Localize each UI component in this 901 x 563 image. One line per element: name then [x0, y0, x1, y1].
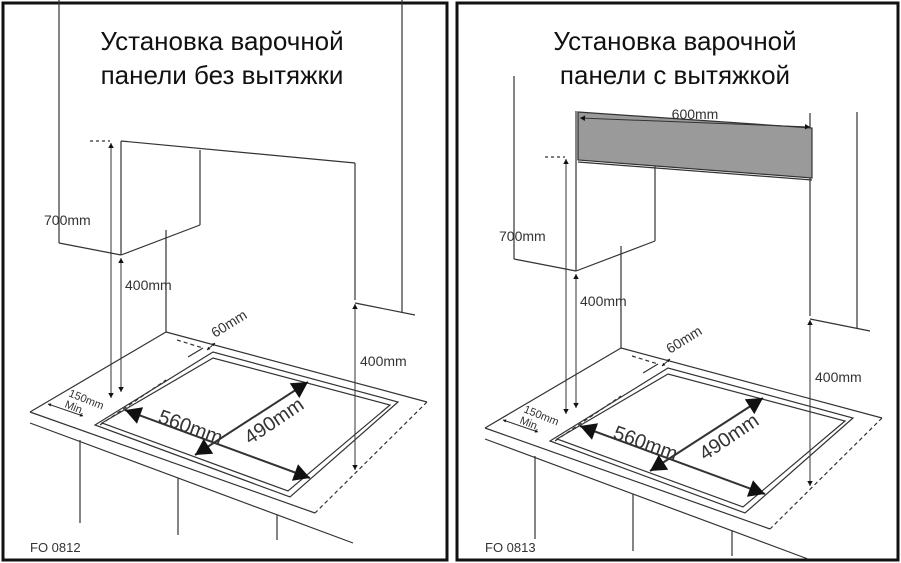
arrowhead-icon	[125, 407, 144, 424]
arrowhead-icon	[118, 258, 124, 263]
left-clearance-label: 400mm	[125, 277, 172, 293]
hood-bottom-edge	[577, 161, 813, 181]
cutout-width-label: 560mm	[610, 422, 680, 465]
right-panel-frame	[455, 1, 900, 562]
side-margin-dimension	[47, 403, 84, 417]
kitchen-drawing	[29, 0, 428, 544]
hob-inner-outline	[555, 373, 847, 508]
counter-right-dashed	[314, 401, 428, 514]
arrowhead-icon	[352, 465, 358, 470]
left-clearance-label: 400mm	[580, 293, 627, 309]
cabinet-bottom-side	[120, 224, 201, 256]
arrowhead-icon	[563, 409, 569, 414]
arrowhead-icon	[746, 480, 765, 497]
counter-front-lower-edge	[29, 422, 354, 544]
arrowhead-icon	[573, 403, 579, 408]
range-hood	[577, 111, 813, 179]
back-margin-label: 60mm	[208, 306, 249, 340]
hob-outer-outline	[93, 351, 400, 498]
arrowhead-icon	[79, 413, 83, 417]
arrowhead-icon	[573, 274, 579, 279]
back-margin-label: 60mm	[663, 322, 704, 356]
right-cabinet-bottom	[809, 318, 871, 332]
arrowhead-icon	[534, 429, 538, 433]
cabinet-bottom-front	[58, 242, 122, 256]
counter-front-edge	[484, 427, 771, 530]
right-clearance-label: 400mm	[360, 353, 407, 369]
left-panel-frame	[1, 1, 449, 562]
arrowhead-icon	[503, 419, 507, 423]
arrowhead-icon	[211, 343, 215, 347]
cutout-depth-dimension	[194, 381, 309, 456]
back-margin-tick	[187, 347, 204, 358]
counter-back-edge	[165, 331, 428, 403]
figure-code: FO 0812	[30, 540, 81, 555]
panel-title-line1: Установка варочной	[553, 26, 796, 56]
figure-code: FO 0813	[485, 540, 536, 555]
arrowhead-icon	[807, 481, 813, 486]
arrowhead-icon	[744, 398, 763, 415]
arrowhead-icon	[108, 393, 114, 398]
cabinet-top-line	[120, 140, 356, 164]
cutout-depth-dimension	[649, 397, 764, 472]
cabinet-height-label: 700mm	[44, 212, 91, 228]
arrowhead-icon	[195, 438, 214, 455]
arrowhead-icon	[804, 124, 810, 130]
panel-title-line2: панели без вытяжки	[101, 60, 344, 90]
counter-left-edge	[484, 347, 622, 429]
arrowhead-icon	[207, 346, 211, 350]
arrowhead-icon	[580, 115, 586, 121]
arrowhead-icon	[108, 143, 114, 148]
kitchen-drawing	[484, 76, 883, 560]
cutout-width-dimension	[579, 425, 766, 495]
cabinet-bottom-side	[575, 240, 656, 272]
arrowhead-icon	[352, 304, 358, 309]
cutout-depth-label: 490mm	[695, 410, 763, 466]
arrowhead-icon	[650, 454, 669, 471]
back-margin-tick	[642, 363, 659, 374]
cabinet-bottom-front	[513, 258, 577, 272]
cutout-depth-label: 490mm	[240, 394, 308, 450]
panel-title-line2: панели с вытяжкой	[560, 60, 790, 90]
arrowhead-icon	[807, 320, 813, 325]
right-clearance-label: 400mm	[815, 369, 862, 385]
hob-inner-outline	[100, 357, 392, 492]
arrowhead-icon	[580, 423, 599, 440]
side-margin-dimension	[502, 419, 539, 433]
arrowhead-icon	[291, 464, 310, 481]
counter-front-lower-edge	[484, 438, 809, 560]
back-margin-dashed	[176, 339, 204, 349]
panel-with-hood: Установка варочной панели с вытяжкой 700…	[484, 26, 883, 560]
arrowhead-icon	[662, 362, 666, 366]
arrowhead-icon	[666, 359, 670, 363]
cabinet-height-label: 700mm	[499, 228, 546, 244]
counter-right-dashed	[769, 417, 883, 530]
hood-width-label: 600mm	[672, 106, 719, 122]
panel-without-hood: Установка варочной панели без вытяжки 70…	[29, 0, 428, 555]
cutout-width-dimension	[124, 409, 311, 479]
panel-title-line1: Установка варочной	[100, 26, 343, 56]
arrowhead-icon	[48, 403, 52, 407]
cutout-width-label: 560mm	[155, 406, 225, 449]
right-cabinet-bottom	[354, 302, 416, 316]
arrowhead-icon	[118, 387, 124, 392]
arrowhead-icon	[289, 382, 308, 399]
hob-outer-outline	[548, 367, 855, 514]
counter-back-edge	[620, 347, 883, 419]
back-margin-dashed	[631, 355, 659, 365]
hood-width-dimension	[579, 117, 811, 128]
arrowhead-icon	[563, 159, 569, 164]
counter-front-edge	[29, 411, 316, 514]
counter-left-edge	[29, 331, 167, 413]
